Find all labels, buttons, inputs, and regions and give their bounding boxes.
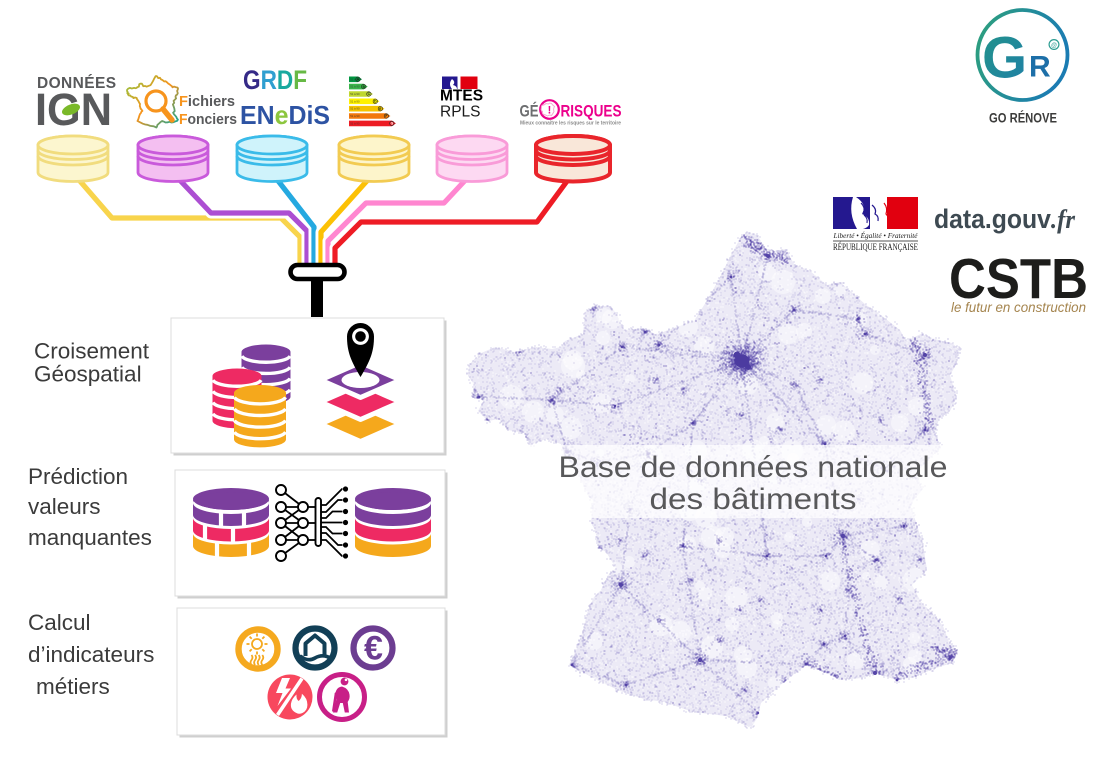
svg-text:Mieux connaître les risques su: Mieux connaître les risques sur le terri… [520,121,621,127]
svg-text:RÉPUBLIQUE FRANÇAISE: RÉPUBLIQUE FRANÇAISE [833,241,918,253]
svg-text:A: A [357,78,360,82]
svg-text:Liberté • Égalité • Fraternité: Liberté • Égalité • Fraternité [833,230,919,240]
svg-text:MTES: MTES [440,88,483,105]
svg-text:51 à 90: 51 à 90 [350,99,360,103]
svg-text:Calcul: Calcul [28,610,91,635]
svg-text:!: ! [548,105,552,117]
svg-text:métiers: métiers [36,674,110,699]
svg-text:RISQUES: RISQUES [561,102,622,121]
svg-text:data.gouv.fr: data.gouv.fr [934,204,1076,234]
svg-text:€: € [364,630,383,668]
svg-text:51 à 90: 51 à 90 [350,107,360,111]
svg-text:GO RÉNOVE: GO RÉNOVE [989,111,1057,126]
svg-text:51 à 90: 51 à 90 [350,92,360,96]
svg-text:GRDF: GRDF [243,65,307,95]
svg-text:51 à 90: 51 à 90 [350,85,360,89]
svg-text:E: E [379,107,382,111]
svg-text:51 à 90: 51 à 90 [350,114,360,118]
svg-text:R: R [1029,51,1051,84]
svg-text:F: F [385,114,387,118]
svg-text:Fonciers: Fonciers [179,111,237,128]
svg-text:valeurs: valeurs [28,494,101,519]
svg-text:51 à 90: 51 à 90 [350,77,360,81]
svg-text:des bâtiments: des bâtiments [650,483,857,516]
svg-text:Croisement: Croisement [34,339,150,364]
svg-text:CSTB: CSTB [949,247,1088,311]
svg-text:GÉ: GÉ [520,102,539,121]
svg-text:Géospatial: Géospatial [34,362,142,387]
svg-text:G: G [982,26,1027,91]
svg-text:RPLS: RPLS [440,104,481,121]
svg-text:@: @ [1051,43,1057,49]
svg-text:D: D [374,100,377,104]
svg-text:le futur en construction: le futur en construction [951,300,1086,315]
svg-text:C: C [368,92,371,96]
svg-text:Prédiction: Prédiction [28,464,128,489]
svg-text:ENeDiS: ENeDiS [240,100,330,130]
svg-text:manquantes: manquantes [28,525,152,550]
svg-text:B: B [362,85,365,89]
svg-text:DONNÉES: DONNÉES [37,75,116,92]
svg-text:Base de données nationale: Base de données nationale [559,451,948,484]
svg-text:Fichiers: Fichiers [179,93,235,110]
svg-text:d’indicateurs: d’indicateurs [28,642,154,667]
svg-text:51 à 90: 51 à 90 [350,121,360,125]
svg-text:G: G [391,122,394,126]
